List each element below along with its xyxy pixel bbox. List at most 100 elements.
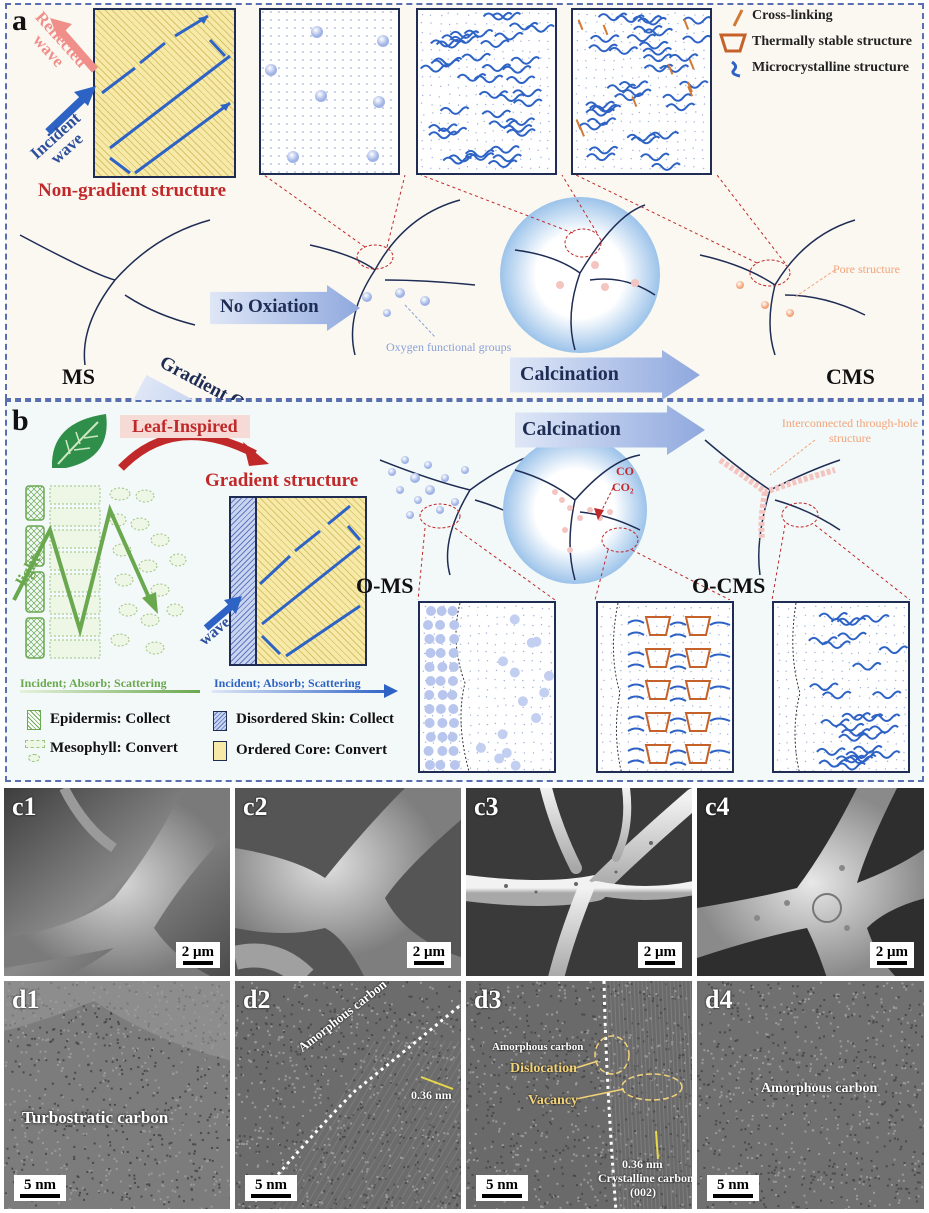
sem-scale-c4: 2 μm	[875, 944, 908, 960]
micro-box-fibers-1	[416, 8, 557, 175]
epidermis-label: Epidermis: Collect	[50, 711, 171, 727]
calcination-arrow-a	[510, 350, 700, 400]
sem-scalebar-c2: 2 μm	[406, 942, 451, 968]
sem-image-c1: c1 2 μm	[3, 787, 231, 977]
tem-texture-d2	[235, 981, 461, 1209]
ordered-core-label: Ordered Core: Convert	[236, 742, 388, 758]
calcination-label-b: Calcination	[522, 418, 621, 440]
crosslink-fibers	[419, 11, 555, 170]
co2-label: CO₂	[612, 480, 634, 494]
tem-d3-crystalline: Crystalline carbon	[598, 1171, 693, 1185]
tem-scalebar-d1: 5 nm	[14, 1175, 66, 1201]
tem-d1-turbostratic: Turbostratic carbon	[22, 1108, 169, 1127]
struct-process-arrowhead	[384, 684, 398, 698]
microcrystalline-fibers	[575, 12, 710, 171]
tem-image-d2: d2 Amorphous carbon 0.36 nm 5 nm	[234, 980, 462, 1210]
calcination-arrow-b	[515, 405, 705, 455]
tem-d3-vacancy: Vacancy	[528, 1093, 579, 1108]
tem-d3-dislocation: Dislocation	[510, 1061, 577, 1076]
gradient-oxygen-dots	[422, 603, 554, 771]
o-cms-label: O-CMS	[692, 573, 766, 598]
sem-image-c3: c3 2 μm	[465, 787, 693, 977]
tem-scale-d1: 5 nm	[23, 1177, 57, 1193]
tem-d2-spacing: 0.36 nm	[411, 1088, 452, 1102]
tem-image-d4: d4 Amorphous carbon 5 nm	[696, 980, 925, 1210]
epidermis-swatch	[27, 710, 41, 730]
no-oxiation-label: No Oxiation	[220, 296, 319, 317]
calcination-label-a: Calcination	[520, 363, 619, 385]
disordered-skin-swatch	[213, 711, 227, 731]
gradient-structure-title: Gradient structure	[205, 470, 359, 491]
tem-d4-amorphous: Amorphous carbon	[761, 1081, 878, 1096]
tem-label-d1: d1	[12, 985, 40, 1014]
sem-label-c2: c2	[243, 792, 268, 821]
ordered-core-swatch	[213, 741, 227, 761]
ms-label: MS	[62, 364, 95, 389]
legend-thermally-stable: Thermally stable structure	[752, 34, 912, 49]
legend-cross-linking: Cross-linking	[752, 8, 833, 23]
sem-image-c4: c4 2 μm	[696, 787, 925, 977]
sem-label-c4: c4	[705, 792, 730, 821]
leaf-inspired-label: Leaf-Inspired	[120, 415, 250, 438]
cross-linking-icon	[732, 9, 744, 27]
sem-scalebar-c3: 2 μm	[637, 942, 682, 968]
reflected-arrow	[50, 18, 99, 73]
ordered-core	[255, 496, 367, 666]
tem-d3-amorphous: Amorphous carbon	[492, 1041, 584, 1053]
micro-box-oxygen	[259, 8, 400, 175]
non-gradient-title: Non-gradient structure	[38, 180, 227, 201]
disordered-skin-label: Disordered Skin: Collect	[236, 711, 395, 727]
tem-image-d3: d3 Amorphous carbon Dislocation Vacancy …	[465, 980, 693, 1210]
tem-scalebar-d2: 5 nm	[245, 1175, 297, 1201]
panel-a-letter: a	[12, 4, 27, 37]
struct-process-arrow	[212, 690, 390, 693]
mesophyll-label: Mesophyll: Convert	[50, 740, 178, 756]
thermally-stable-fibers	[600, 603, 731, 771]
cms-label: CMS	[826, 364, 875, 389]
o-ms-label: O-MS	[356, 573, 414, 598]
no-oxiation-arrow	[210, 285, 360, 331]
tem-d3-plane: (002)	[630, 1185, 656, 1199]
micro-box-crystalline	[772, 601, 910, 773]
sem-label-c1: c1	[12, 792, 37, 821]
tem-label-d2: d2	[243, 985, 271, 1014]
oxygen-groups-label: Oxygen functional groups	[386, 340, 512, 354]
tem-scalebar-d4: 5 nm	[707, 1175, 759, 1201]
panel-b-scene	[379, 436, 911, 600]
tem-label-d3: d3	[474, 985, 502, 1014]
tem-d3-spacing: 0.36 nm	[622, 1157, 663, 1171]
tem-label-d4: d4	[705, 985, 733, 1014]
sem-scale-c3: 2 μm	[643, 944, 676, 960]
tem-texture-d1	[4, 981, 230, 1209]
struct-process-label: Incident; Absorb; Scattering	[214, 676, 361, 690]
microcrystalline-icon	[731, 60, 741, 78]
tem-scale-d2: 5 nm	[254, 1177, 288, 1193]
leaf-structure	[12, 485, 187, 659]
legend-microcrystalline: Microcrystalline structure	[752, 60, 909, 75]
sem-scalebar-c1: 2 μm	[175, 942, 220, 968]
micro-box-thermal	[596, 601, 734, 773]
mesophyll-swatch	[25, 740, 45, 748]
pore-structure-label: Pore structure	[833, 262, 900, 276]
tem-scale-d3: 5 nm	[485, 1177, 519, 1193]
crystalline-fibers	[776, 603, 908, 771]
panel-a-scene	[19, 175, 866, 366]
tem-image-d1: d1 Turbostratic carbon 5 nm	[3, 980, 231, 1210]
gradient-wave-arrows	[203, 504, 362, 658]
tem-texture-d4	[697, 981, 924, 1209]
tem-scale-d4: 5 nm	[716, 1177, 750, 1193]
incident-arrow	[45, 86, 96, 135]
leaf-icon	[51, 414, 107, 468]
sem-scale-c1: 2 μm	[181, 944, 214, 960]
thermally-stable-icon	[718, 33, 748, 53]
mesophyll-swatch-2	[28, 754, 40, 762]
sem-label-c3: c3	[474, 792, 499, 821]
tem-scalebar-d3: 5 nm	[476, 1175, 528, 1201]
sem-scalebar-c4: 2 μm	[869, 942, 914, 968]
sem-image-c2: c2 2 μm	[234, 787, 462, 977]
tem-texture-d3	[466, 981, 692, 1209]
oxygen-dots	[261, 10, 398, 173]
panel-b-letter: b	[12, 404, 29, 437]
micro-box-gradient-oxygen	[418, 601, 556, 773]
leaf-process-arrow	[20, 690, 200, 693]
